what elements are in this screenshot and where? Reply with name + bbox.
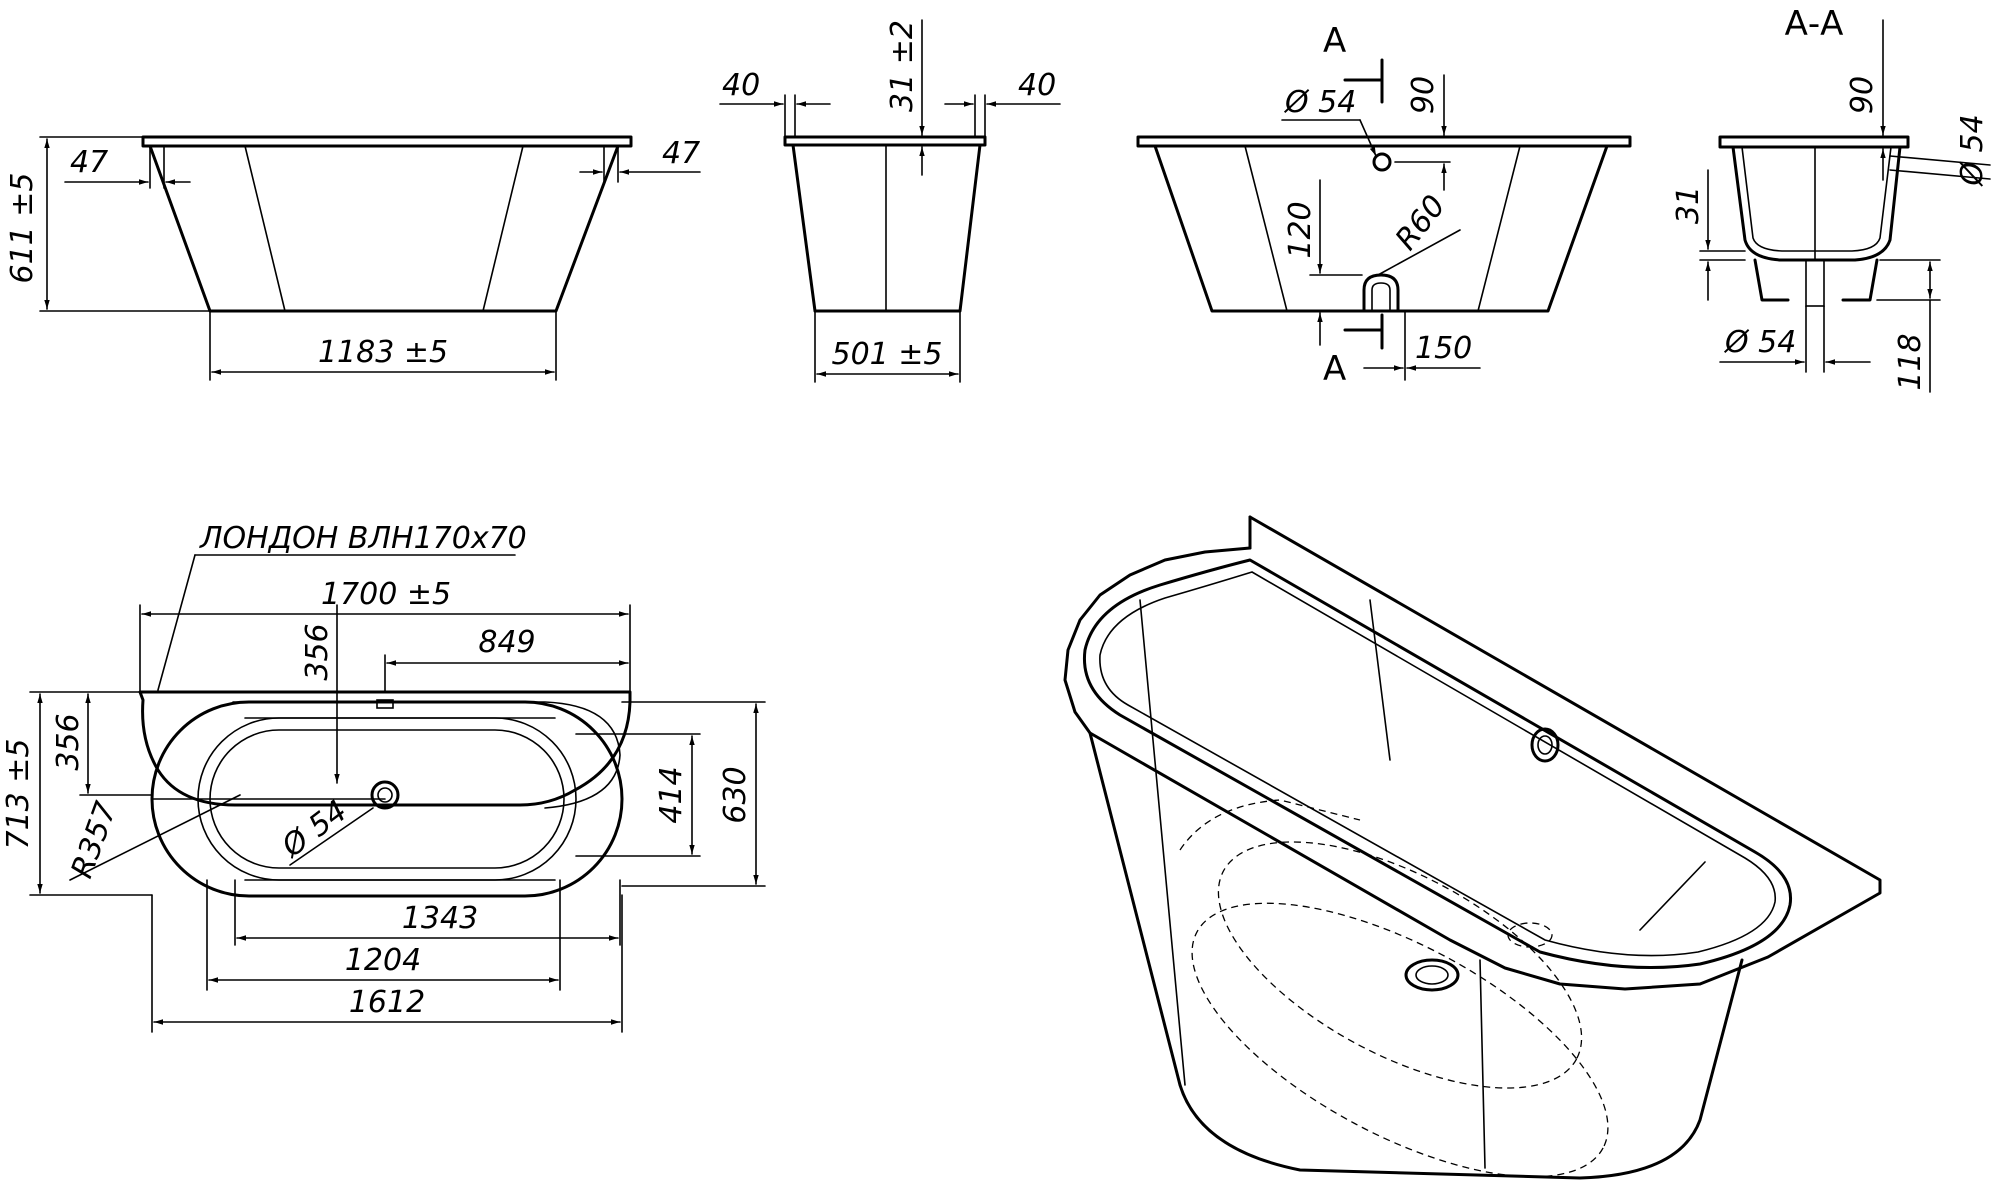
product-label: ЛОНДОН ВЛН170х70	[199, 521, 527, 556]
drain-pipe	[1362, 273, 1400, 313]
radius-label: R357	[65, 797, 125, 882]
outer-width-label: 630	[718, 766, 753, 823]
iso-drain-hole	[1404, 958, 1460, 992]
total-length-label: 1700 ±5	[321, 577, 451, 612]
section-title: А-А	[1785, 4, 1844, 44]
section-mark-bottom: А	[1323, 349, 1346, 389]
height-dimension: 611 ±5	[5, 172, 40, 283]
overflow-depth-label: 90	[1406, 76, 1441, 114]
drain-hole	[370, 780, 400, 810]
total-width-label: 713 ±5	[1, 738, 36, 849]
drain-from-back-label: 356	[300, 623, 335, 680]
overflow-hole	[1372, 152, 1392, 172]
overflow-diameter-label: Ø 54	[1283, 85, 1356, 120]
bathtub-outline	[138, 690, 632, 807]
length-1204-label: 1204	[345, 943, 421, 978]
rim-right-dimension: 40	[1018, 68, 1056, 103]
wall-right-dimension: 47	[662, 136, 700, 171]
section-drain-diameter-label: Ø 54	[1723, 325, 1796, 360]
front-view: 611 ±5 47 47 1183 ±5	[5, 135, 701, 381]
back-view: А А Ø 54 90 R60 120 150	[1136, 21, 1632, 389]
foot-height-label: 118	[1893, 333, 1928, 390]
wall-left-dimension: 47	[70, 145, 108, 180]
iso-overflow-hole	[1530, 727, 1560, 763]
rim-thickness-dimension: 31 ±2	[885, 20, 920, 112]
inner-width-label: 414	[654, 766, 689, 823]
side-view: 40 40 31 ±2 501 ±5	[719, 19, 1061, 383]
base-width-dimension: 501 ±5	[831, 337, 942, 372]
drain-offset-label: 150	[1415, 331, 1472, 366]
rim-left-dimension: 40	[722, 68, 760, 103]
section-overflow-depth-label: 90	[1845, 76, 1880, 114]
section-mark-top: А	[1323, 21, 1346, 61]
section-overflow-diameter-label: Ø 54	[1955, 114, 1990, 187]
drain-height-label: 120	[1283, 201, 1318, 258]
drain-to-end-label: 849	[478, 625, 535, 660]
base-length-dimension: 1183 ±5	[318, 335, 448, 370]
length-1612-label: 1612	[349, 985, 425, 1020]
plan-view: ЛОНДОН ВЛН170х70 R357 Ø 54 1700 ±5 849	[1, 521, 766, 1033]
length-1343-label: 1343	[402, 901, 478, 936]
overflow-from-back-label: 356	[51, 713, 86, 770]
drain-radius-label: R60	[1389, 189, 1453, 257]
isometric-view	[1063, 515, 1882, 1180]
bottom-thickness-label: 31	[1671, 186, 1706, 224]
section-view: А-А 90 Ø 54 31 Ø 54 118	[1671, 4, 1991, 393]
